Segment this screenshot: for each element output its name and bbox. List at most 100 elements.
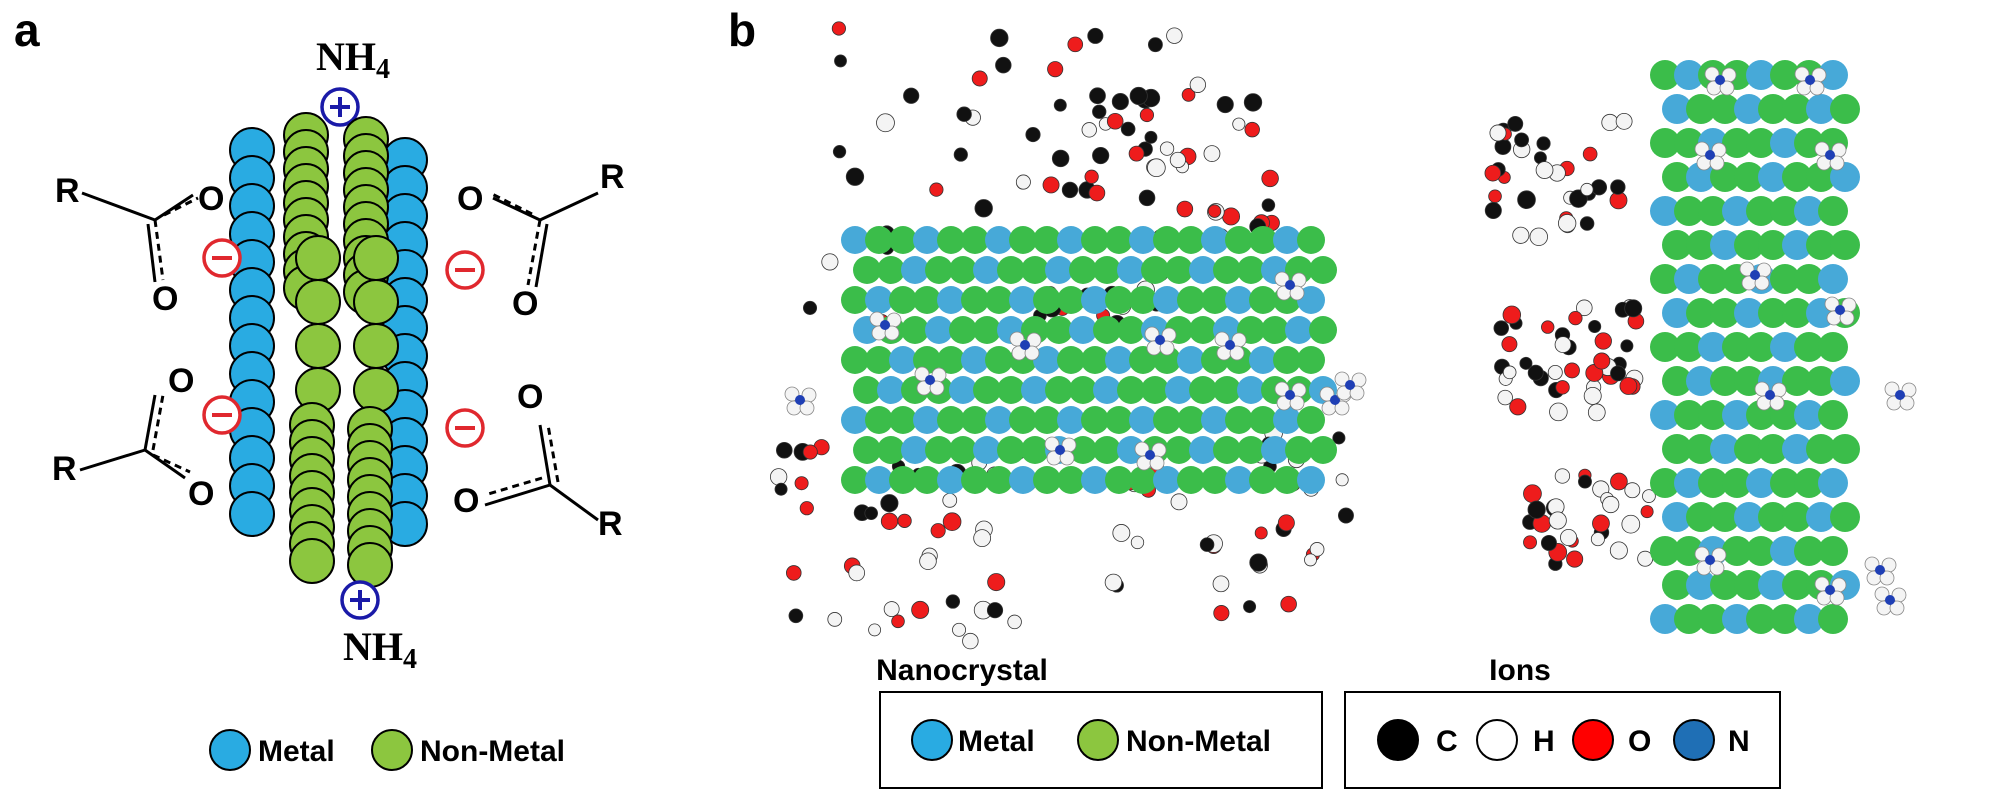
legend-label-carbon: C — [1436, 725, 1458, 758]
non-metal-atom — [1153, 226, 1181, 254]
ion-atom — [1047, 61, 1064, 78]
non-metal-atom — [353, 235, 399, 281]
non-metal-atom — [1770, 60, 1800, 90]
non-metal-atom — [1093, 256, 1121, 284]
nitrogen-atom — [1765, 390, 1775, 400]
ion-atom — [911, 600, 930, 619]
ion-atom — [1620, 339, 1634, 353]
non-metal-atom — [1686, 502, 1716, 532]
negative-charge — [445, 408, 485, 448]
non-metal-atom — [1057, 286, 1085, 314]
non-metal-atom — [1249, 226, 1277, 254]
non-metal-atom — [1818, 196, 1848, 226]
metal-atom — [1249, 346, 1277, 374]
non-metal-atom — [961, 286, 989, 314]
ion-atom — [1007, 614, 1022, 630]
metal-atom — [1734, 298, 1764, 328]
non-metal-atom — [937, 406, 965, 434]
non-metal-atom — [913, 286, 941, 314]
metal-atom — [1153, 466, 1181, 494]
ion-atom — [1541, 320, 1555, 334]
legend-swatch-metal — [911, 719, 953, 761]
non-metal-atom — [1710, 298, 1740, 328]
metal-atom — [1758, 570, 1788, 600]
non-metal-atom — [1297, 346, 1325, 374]
metal-atom — [1225, 466, 1253, 494]
simulation-edge-view — [1484, 60, 1917, 634]
non-metal-atom — [853, 436, 881, 464]
non-metal-atom — [1782, 162, 1812, 192]
metal-atom — [1698, 332, 1728, 362]
ion-atom — [774, 482, 788, 496]
metal-atom — [1033, 346, 1061, 374]
non-metal-atom — [1273, 466, 1301, 494]
legend-label-oxygen: O — [1628, 725, 1651, 758]
ion-atom — [1176, 200, 1194, 218]
nitrogen-atom — [1825, 585, 1835, 595]
non-metal-atom — [1141, 376, 1169, 404]
non-metal-atom — [1213, 436, 1241, 464]
non-metal-atom — [1698, 196, 1728, 226]
non-metal-atom — [1686, 298, 1716, 328]
non-metal-atom — [1746, 332, 1776, 362]
hydrogen-atom — [799, 400, 815, 416]
ion-atom — [1304, 553, 1317, 567]
ion-atom — [956, 106, 972, 122]
ion-atom — [794, 476, 809, 491]
ion-atom — [1566, 550, 1584, 568]
non-metal-atom — [1129, 286, 1157, 314]
non-metal-atom — [949, 436, 977, 464]
nitrogen-atom — [1805, 75, 1815, 85]
non-metal-atom — [1009, 406, 1037, 434]
non-metal-atom — [1650, 60, 1680, 90]
ion-atom — [788, 608, 804, 624]
non-metal-atom — [1698, 468, 1728, 498]
ion-atom — [1583, 386, 1602, 405]
nitrogen-atom — [1875, 565, 1885, 575]
legend-ions: Ions C H O N — [1344, 654, 1781, 789]
metal-atom — [1285, 316, 1313, 344]
ion-atom — [1610, 179, 1626, 195]
ion-atom — [1216, 95, 1234, 114]
non-metal-atom — [1662, 570, 1692, 600]
ion-atom — [942, 492, 958, 508]
metal-atom — [937, 286, 965, 314]
metal-atom — [1686, 366, 1716, 396]
metal-atom — [889, 346, 917, 374]
ion-atom — [1309, 542, 1325, 557]
ion-atom — [1088, 184, 1106, 202]
non-metal-atom — [1818, 400, 1848, 430]
ion-atom — [1594, 332, 1612, 350]
non-metal-atom — [1285, 436, 1313, 464]
hydrogen-atom — [1059, 450, 1075, 466]
ion-atom — [1519, 356, 1533, 370]
ion-atom — [1051, 149, 1070, 168]
non-metal-atom — [853, 256, 881, 284]
ion-atom — [1554, 468, 1571, 484]
non-metal-atom — [1782, 298, 1812, 328]
negative-charge — [445, 250, 485, 290]
non-metal-atom — [973, 316, 1001, 344]
non-metal-atom — [1746, 196, 1776, 226]
hydrogen-atom — [1334, 400, 1350, 416]
ion-atom — [974, 199, 993, 218]
non-metal-atom — [1830, 434, 1860, 464]
metal-atom — [1650, 196, 1680, 226]
non-metal-atom — [913, 466, 941, 494]
legend-label-non-metal: Non-Metal — [420, 735, 565, 768]
ion-atom — [1130, 535, 1145, 550]
legend-swatch-hydrogen — [1476, 719, 1518, 761]
carboxylate-bottom-left — [79, 394, 191, 480]
hydrogen-atom — [929, 380, 945, 396]
ion-atom — [1558, 214, 1577, 233]
ion-atom — [1535, 161, 1554, 179]
nitrogen-atom — [1750, 270, 1760, 280]
non-metal-atom — [877, 436, 905, 464]
metal-atom — [1794, 196, 1824, 226]
metal-atom — [925, 316, 953, 344]
ion-atom — [1170, 493, 1188, 511]
ion-atom — [1144, 130, 1158, 144]
non-metal-atom — [1009, 226, 1037, 254]
positive-charge-bottom — [340, 580, 380, 620]
ion-atom — [1609, 541, 1628, 560]
